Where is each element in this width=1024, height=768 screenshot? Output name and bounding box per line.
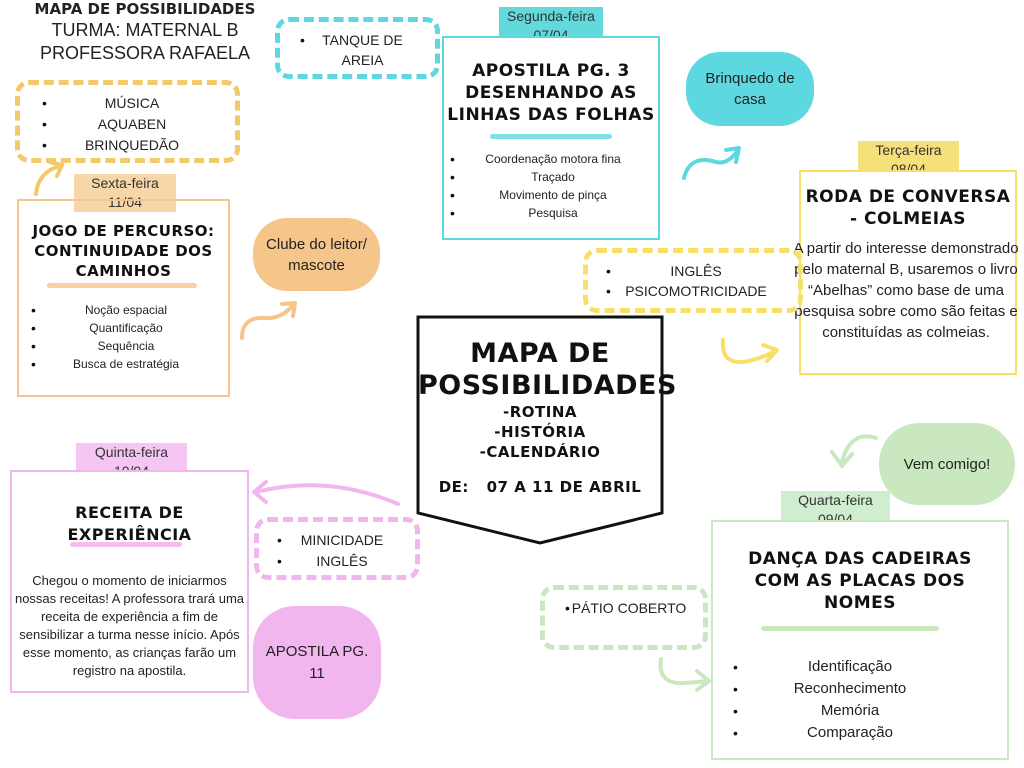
activities-box-patio: PÁTIO COBERTO (540, 585, 708, 650)
arrow-icon (720, 338, 779, 364)
friday-day-tag: Sexta-feira 11/04 (74, 174, 176, 212)
list-item: Reconhecimento (733, 678, 967, 700)
header: MAPA DE POSSIBILIDADES TURMA: MATERNAL B… (20, 0, 270, 64)
center-line: -CALENDÁRIO (479, 443, 601, 461)
list-item: Pesquisa (450, 204, 656, 222)
card-title: DANÇA DAS CADEIRAS COM AS PLACAS DOS NOM… (748, 549, 972, 613)
bubble-text: Vem comigo! (903, 455, 991, 473)
list-item: PÁTIO COBERTO (565, 598, 693, 619)
title-underline (761, 626, 939, 631)
arrow-icon (34, 160, 64, 196)
card-title: JOGO DE PERCURSO: CONTINUIDADE DOS CAMIN… (32, 222, 215, 280)
list-item: Noção espacial (31, 301, 221, 319)
apostila-bubble: APOSTILA PG. 11 (253, 606, 381, 719)
thursday-card: RECEITA DE EXPERIÊNCIA Chegou o momento … (10, 470, 249, 693)
day-label: Quarta-feira (798, 492, 873, 508)
come-bubble: Vem comigo! (879, 423, 1015, 505)
list-item: Busca de estratégia (31, 355, 221, 373)
day-label: Terça-feira (875, 142, 942, 158)
activities-box-minicity: MINICIDADE INGLÊS (254, 517, 420, 580)
activities-box-english: INGLÊS PSICOMOTRICIDADE (583, 248, 803, 313)
arrow-icon (682, 146, 741, 180)
list-item: Identificação (733, 656, 967, 678)
tuesday-card: RODA DE CONVERSA - COLMEIAS A partir do … (793, 170, 1019, 375)
center-badge: MAPA DE POSSIBILIDADES -ROTINA -HISTÓRIA… (418, 338, 677, 496)
card-title: RECEITA DE EXPERIÊNCIA (67, 503, 192, 544)
day-label: Segunda-feira (507, 8, 595, 24)
list-item: PSICOMOTRICIDADE (606, 281, 786, 301)
center-line: -HISTÓRIA (494, 423, 586, 441)
list-item: INGLÊS (277, 551, 407, 572)
list-item: AQUABEN (42, 114, 222, 135)
list-item: BRINQUEDÃO (42, 135, 222, 156)
list-item: MINICIDADE (277, 530, 407, 551)
arrow-icon (252, 480, 400, 506)
day-label: Quinta-feira (94, 444, 169, 460)
arrow-icon (240, 301, 297, 340)
list-item: Memória (733, 700, 967, 722)
list-item: Comparação (733, 722, 967, 744)
list-item: TANQUE DE AREIA (300, 30, 425, 70)
list-item: Sequência (31, 337, 221, 355)
list-item: MÚSICA (42, 93, 222, 114)
bubble-text: APOSTILA PG. 11 (265, 642, 369, 682)
center-badge-shape (416, 315, 664, 545)
header-title: MAPA DE POSSIBILIDADES (34, 0, 256, 18)
center-title: MAPA DE POSSIBILIDADES (418, 338, 677, 401)
toy-bubble: Brinquedo de casa (686, 52, 814, 126)
list-item: Traçado (450, 168, 656, 186)
bubble-text: Clube do leitor/ mascote (266, 235, 367, 274)
center-date: DE: 07 A 11 DE ABRIL (418, 478, 662, 496)
card-body: A partir do interesse demonstrado pelo m… (793, 240, 1019, 341)
wednesday-card: DANÇA DAS CADEIRAS COM AS PLACAS DOS NOM… (711, 520, 1009, 760)
activities-box-music: MÚSICA AQUABEN BRINQUEDÃO (15, 80, 240, 163)
header-teacher: PROFESSORA RAFAELA (39, 43, 251, 63)
list-item: Coordenação motora fina (450, 150, 656, 168)
date-label: DE: (438, 478, 469, 496)
arrow-icon (658, 657, 711, 692)
card-title: RODA DE CONVERSA - COLMEIAS (805, 187, 1011, 229)
date-label: 11/04 (108, 194, 142, 210)
list-item: Quantificação (31, 319, 221, 337)
date-range: 07 A 11 DE ABRIL (486, 478, 642, 496)
day-label: Sexta-feira (91, 175, 159, 191)
list-item: INGLÊS (606, 261, 786, 281)
center-line: -ROTINA (502, 403, 577, 421)
activities-box-sand: TANQUE DE AREIA (275, 17, 440, 79)
monday-card: APOSTILA PG. 3 DESENHANDO AS LINHAS DAS … (442, 36, 660, 240)
friday-card: JOGO DE PERCURSO: CONTINUIDADE DOS CAMIN… (17, 199, 230, 397)
bubble-text: Brinquedo de casa (705, 70, 795, 108)
title-underline (47, 283, 197, 288)
card-title: APOSTILA PG. 3 DESENHANDO AS LINHAS DAS … (447, 61, 655, 125)
title-underline (70, 542, 182, 547)
header-class: TURMA: MATERNAL B (51, 20, 239, 40)
club-bubble: Clube do leitor/ mascote (253, 218, 380, 291)
list-item: Movimento de pinça (450, 186, 656, 204)
title-underline (490, 134, 612, 139)
card-body: Chegou o momento de iniciarmos nossas re… (14, 573, 245, 678)
arrow-icon (830, 434, 878, 468)
